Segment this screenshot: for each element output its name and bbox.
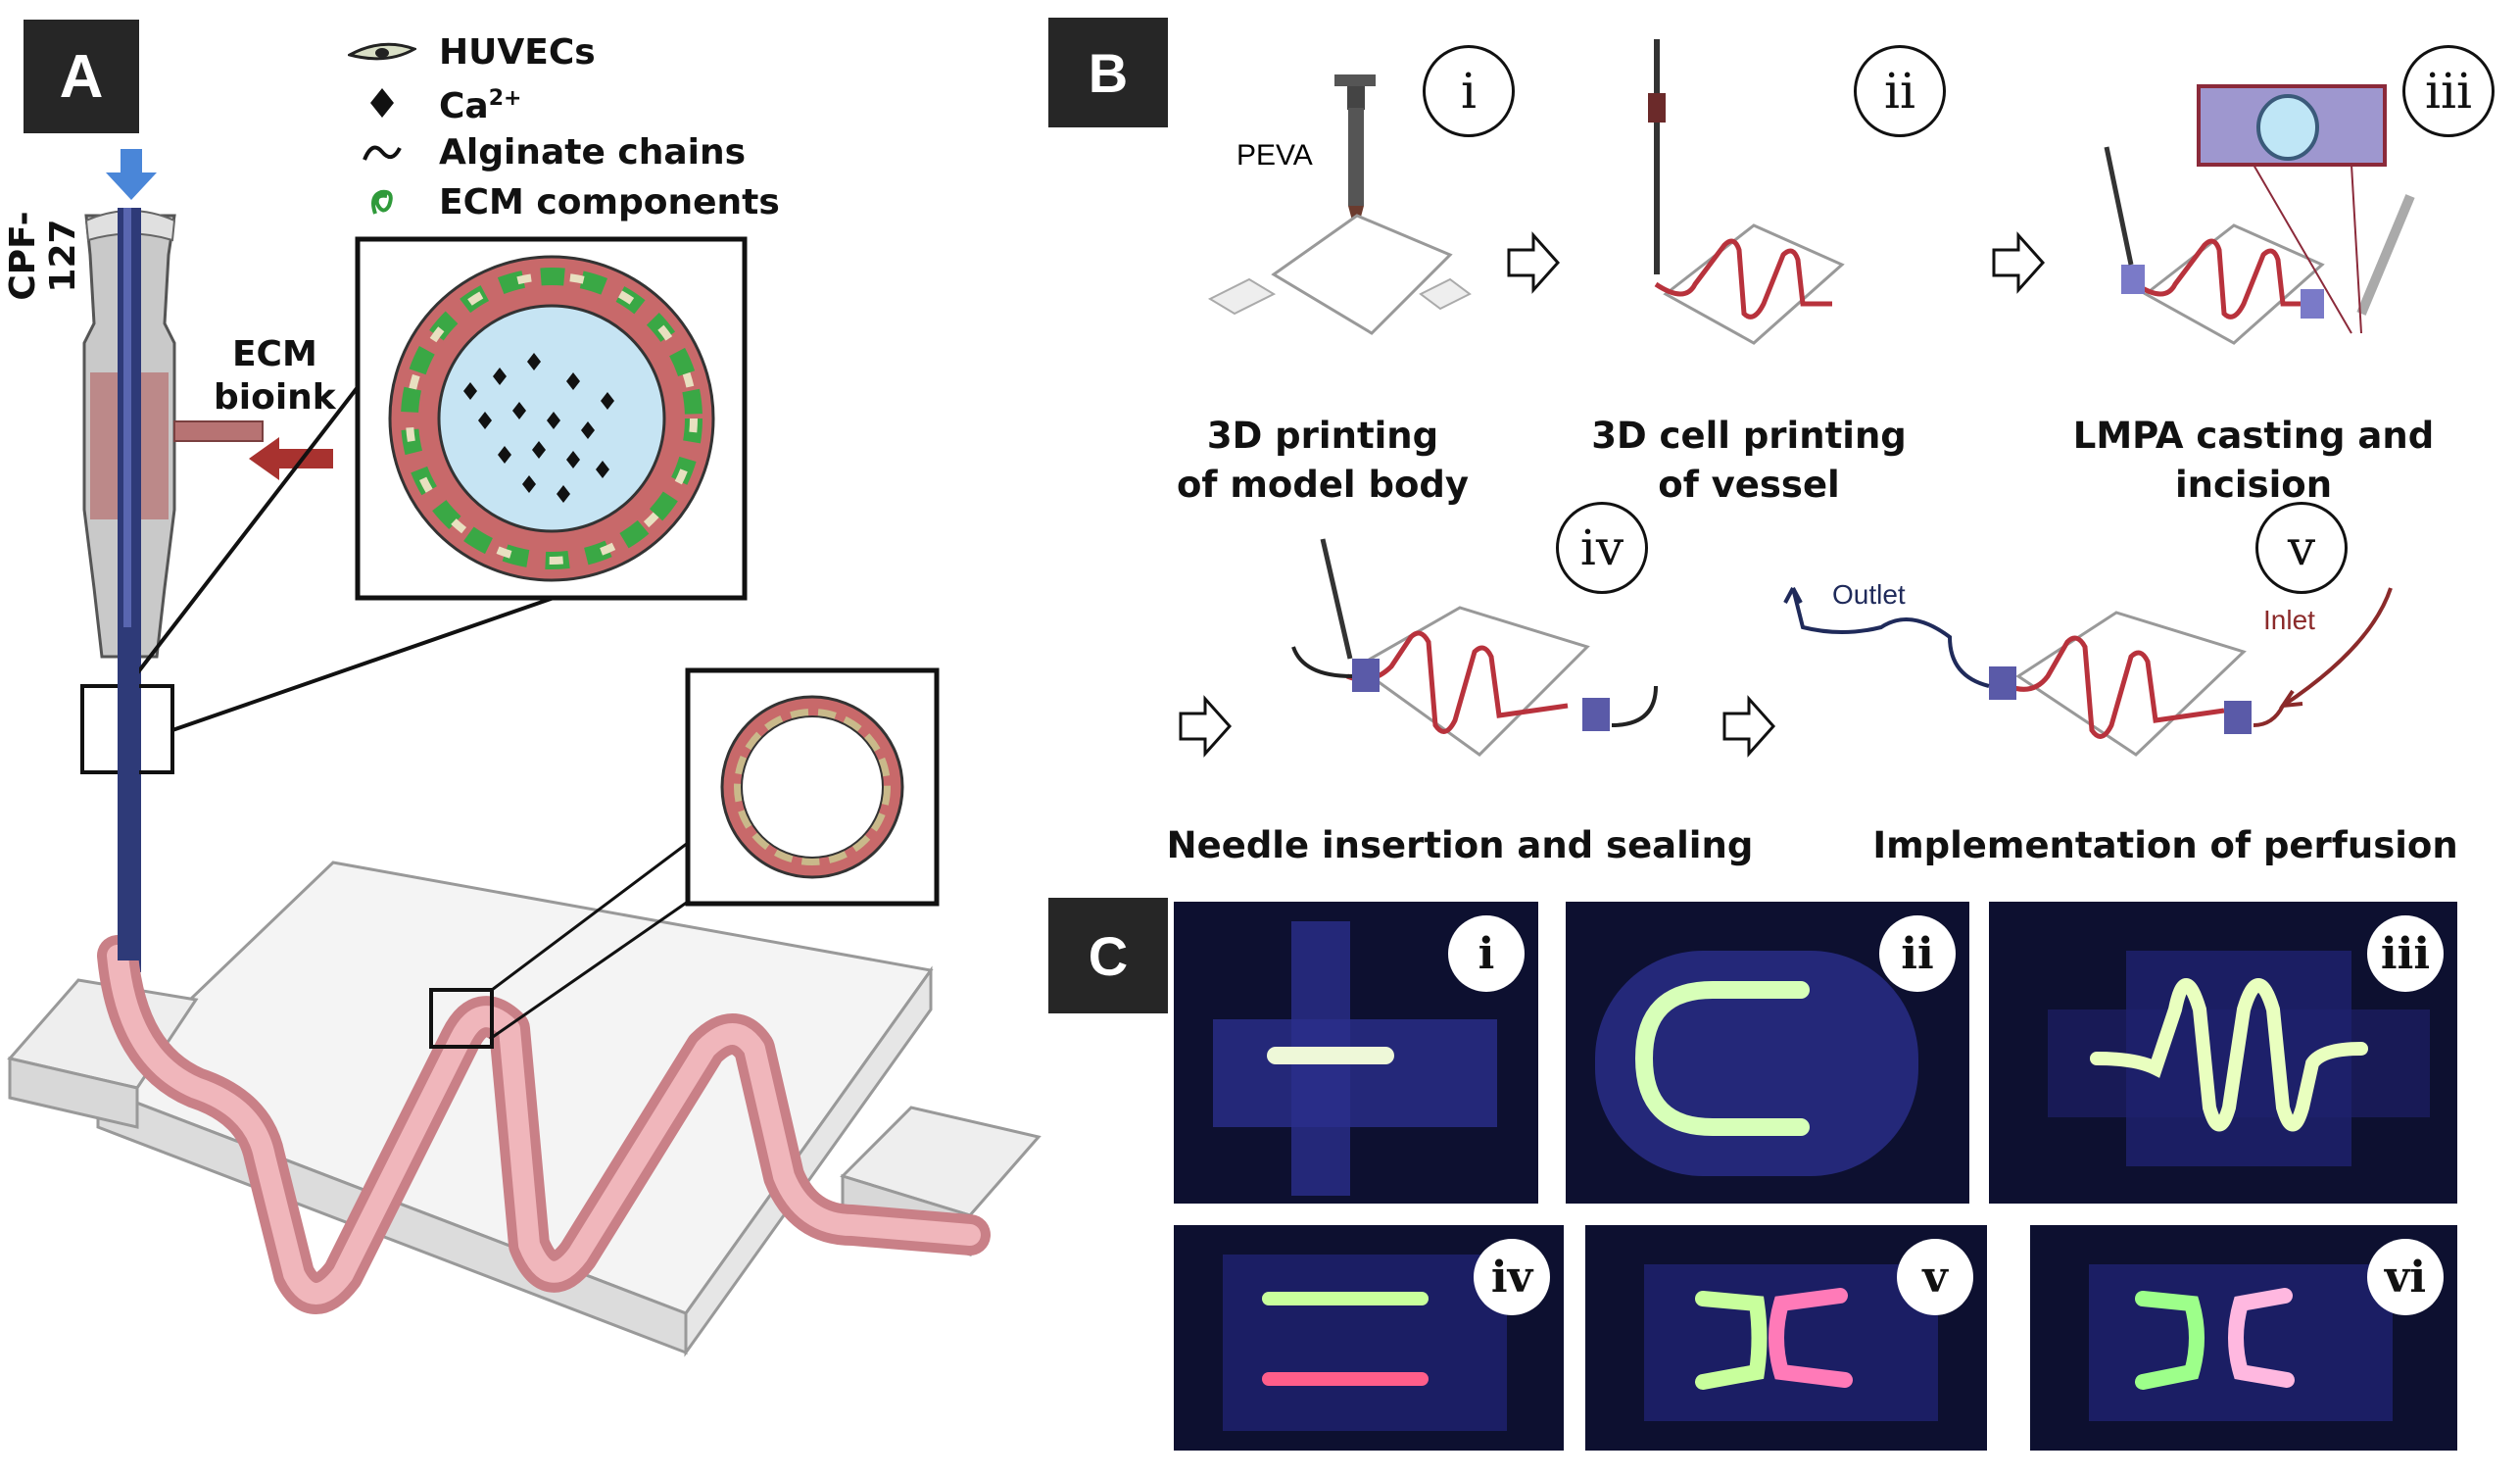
ecm-label-line2: bioink — [214, 377, 336, 418]
ecm-bioink-label: ECM bioink — [214, 333, 336, 419]
cpf-input-arrow-icon — [106, 149, 157, 200]
nozzle-cross-section — [355, 236, 748, 601]
photo-number: ii — [1879, 915, 1956, 992]
step-arrow-icon — [1179, 695, 1233, 758]
peva-label: PEVA — [1236, 139, 1313, 172]
alginate-wave-icon — [343, 133, 421, 172]
inlet-label: Inlet — [2263, 605, 2315, 635]
step-number-ii: ii — [1854, 45, 1946, 137]
step-caption-iv: Needle insertion and sealing — [1166, 824, 1754, 866]
step-number-i: i — [1423, 45, 1515, 137]
photo-number: iii — [2367, 915, 2444, 992]
ecm-coil-icon — [343, 183, 421, 222]
calcium-diamond-icon — [343, 83, 421, 123]
legend-item-huvecs: HUVECs — [343, 27, 780, 77]
legend-label: HUVECs — [439, 32, 596, 73]
vessel-zoom-box — [429, 988, 494, 1049]
ecm-label-line1: ECM — [231, 334, 317, 374]
photo-number: iv — [1474, 1239, 1550, 1315]
step-caption-ii: 3D cell printing of vessel — [1587, 412, 1911, 510]
lmpa-casting-chip — [2104, 84, 2415, 345]
legend-item-calcium: Ca2+ — [343, 77, 780, 127]
photo-number: i — [1448, 915, 1525, 992]
step-number-iv: iv — [1556, 502, 1648, 594]
step-caption-v: Implementation of perfusion — [1872, 824, 2458, 866]
step-arrow-icon — [1992, 231, 2046, 294]
step-number-v: v — [2255, 502, 2348, 594]
photo-i-straight-vessel: i — [1174, 902, 1538, 1204]
legend-label: ECM components — [439, 182, 780, 222]
panel-a-legend: HUVECs Ca2+ Alginate chains ECM componen… — [343, 27, 780, 227]
step-caption-iii: LMPA casting and incision — [2072, 415, 2435, 506]
legend-label: Ca2+ — [439, 86, 522, 126]
legend-item-alginate: Alginate chains — [343, 127, 780, 177]
perfusion-chip — [1783, 587, 2393, 757]
caption-line: of model body — [1176, 464, 1470, 506]
photo-number: v — [1897, 1239, 1973, 1315]
legend-item-ecm: ECM components — [343, 177, 780, 227]
step-arrow-icon — [1507, 231, 1561, 294]
caption-line: 3D printing — [1206, 415, 1439, 457]
step-caption-i: 3D printing of model body — [1166, 412, 1479, 510]
panel-b-label: B — [1048, 18, 1168, 127]
photo-vi-separated-vessels: vi — [2030, 1225, 2457, 1451]
photo-iii-serpentine-vessel: iii — [1989, 902, 2457, 1204]
photo-iv-parallel-vessels: iv — [1174, 1225, 1564, 1451]
vessel-cross-section — [685, 667, 940, 907]
step-number-iii: iii — [2402, 45, 2495, 137]
needle-insertion-chip — [1291, 538, 1658, 757]
legend-label: Alginate chains — [439, 132, 747, 172]
huvec-cell-icon — [343, 33, 421, 73]
panel-c-label: C — [1048, 898, 1168, 1013]
caption-line: 3D cell printing — [1591, 415, 1907, 457]
photo-ii-u-shape-vessel: ii — [1566, 902, 1969, 1204]
panel-a-illustration — [7, 149, 1042, 1357]
vessel-printing-chip — [1648, 39, 1845, 345]
step-arrow-icon — [1722, 695, 1776, 758]
photo-number: vi — [2367, 1239, 2444, 1315]
model-body-chip — [1207, 74, 1472, 335]
photo-v-x-junction-vessels: v — [1585, 1225, 1987, 1451]
vessel-chip-3d-model — [7, 627, 1042, 1357]
outlet-label: Outlet — [1832, 579, 1906, 610]
caption-line: of vessel — [1658, 464, 1840, 506]
panel-b-illustration: PEVA — [1179, 39, 2415, 758]
panel-a-label: A — [24, 20, 139, 133]
